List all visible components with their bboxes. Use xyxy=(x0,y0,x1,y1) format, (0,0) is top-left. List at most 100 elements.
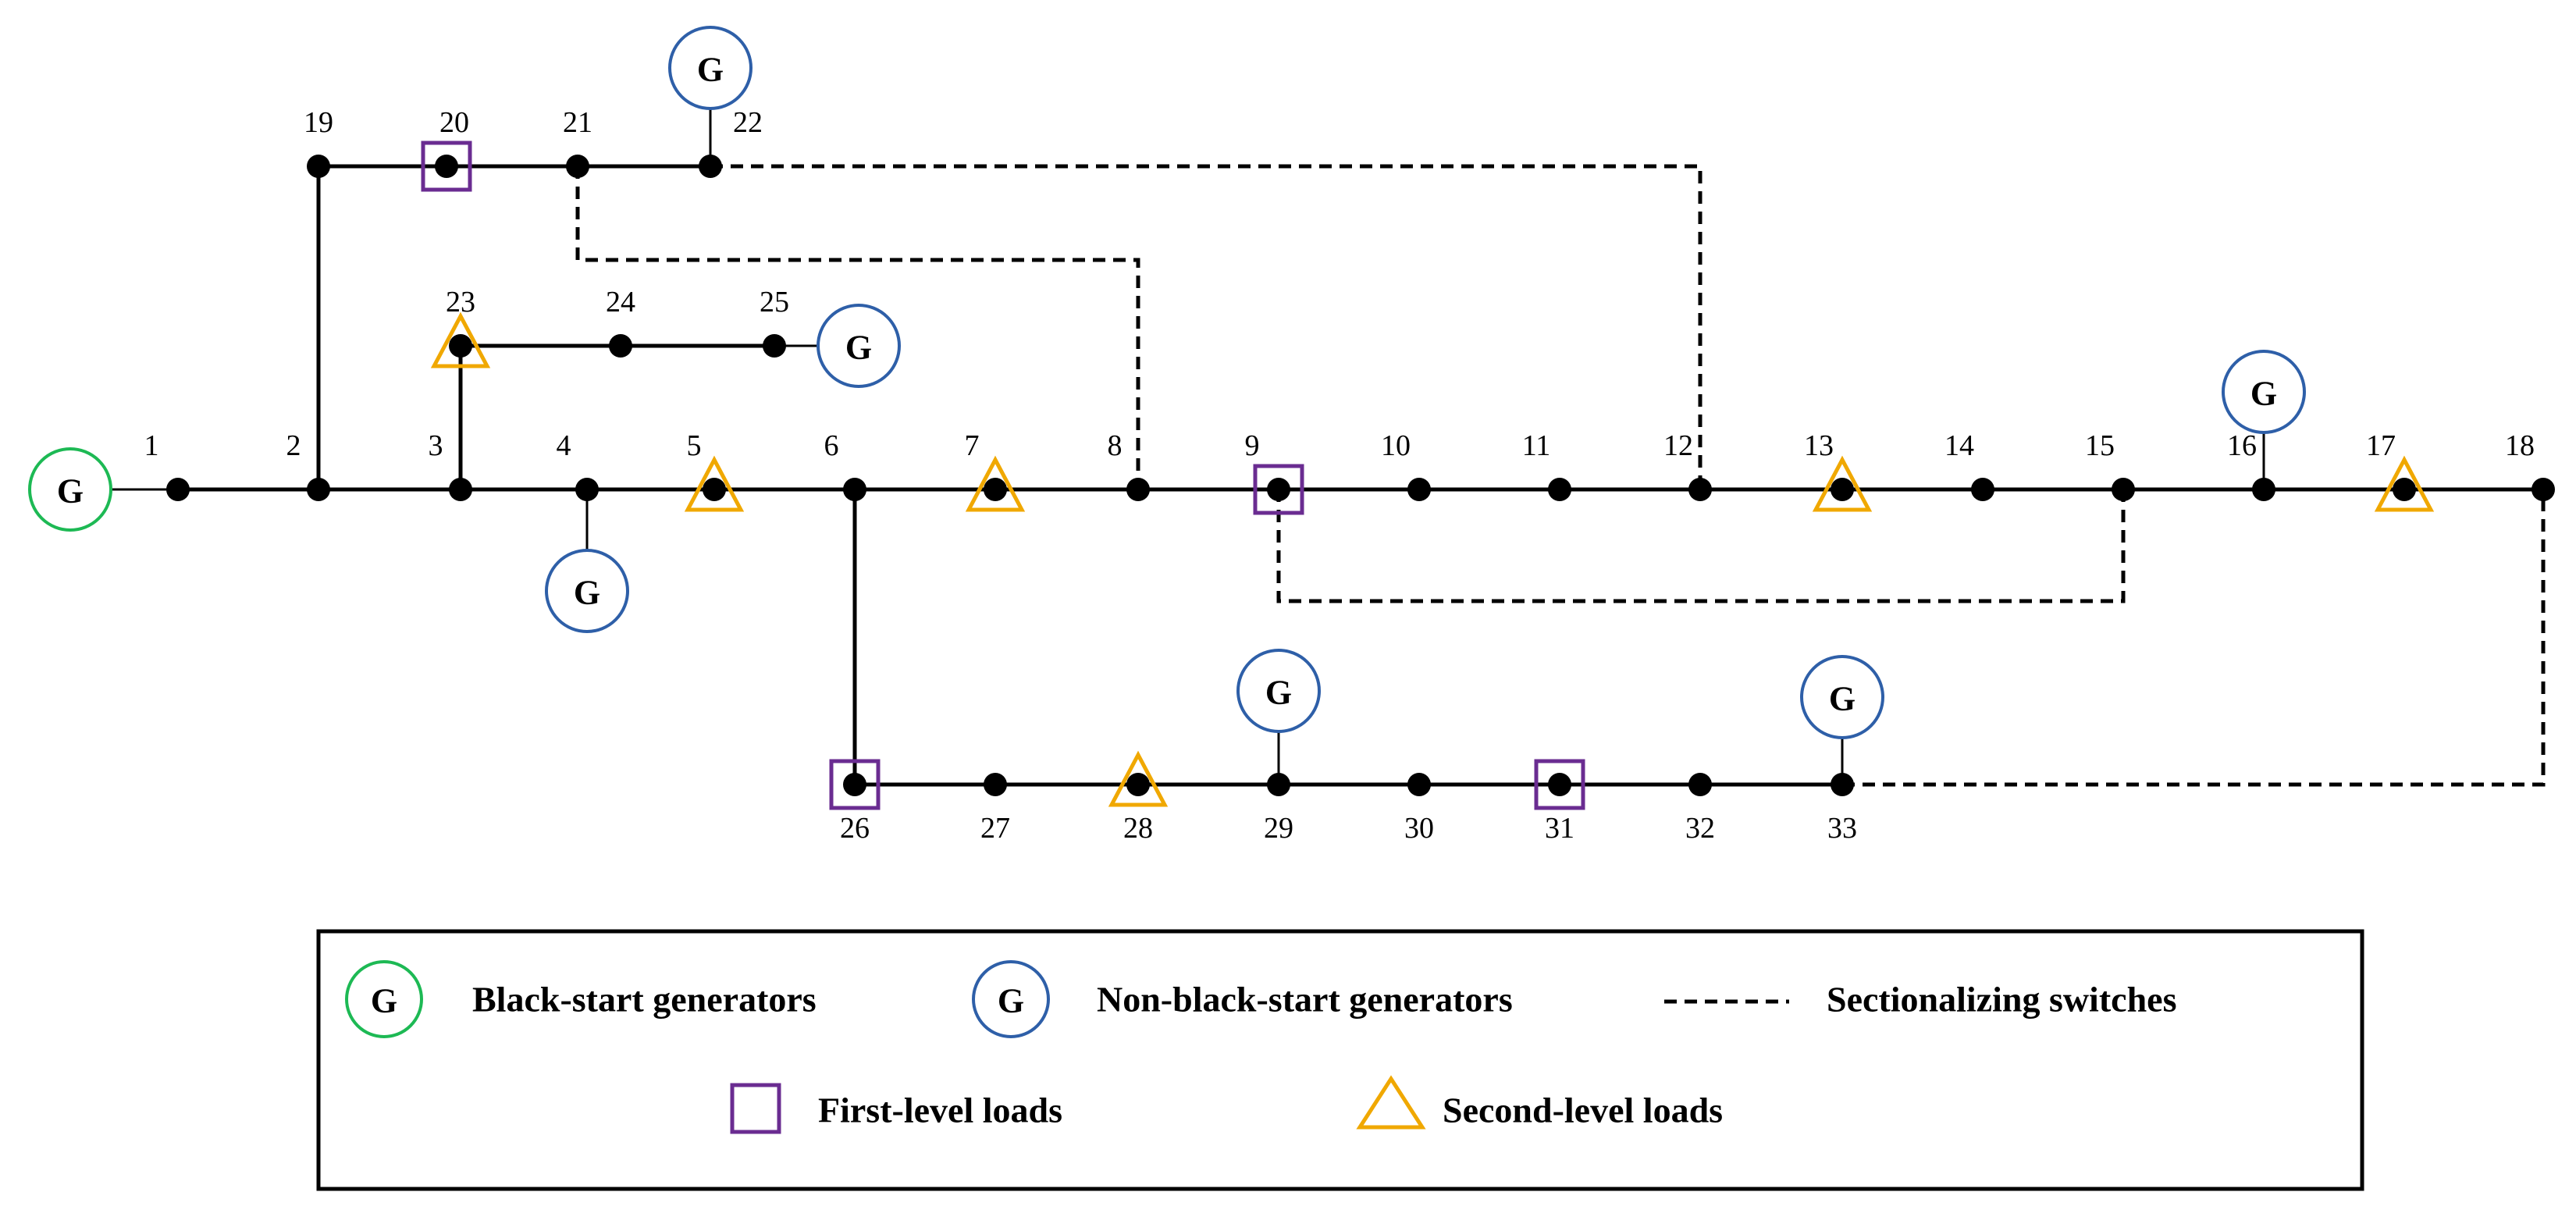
bus-node-1 xyxy=(166,478,190,501)
generator-icon xyxy=(1236,649,1321,733)
legend-non-black-start: G Non-black-start generators xyxy=(972,960,1513,1038)
second-level-load-bus-13 xyxy=(1812,455,1873,512)
bus-node-8 xyxy=(1126,478,1150,501)
generator-icon xyxy=(668,26,753,110)
generator-icon xyxy=(28,447,112,532)
bus-label-1: 1 xyxy=(144,429,159,462)
bus-label-33: 33 xyxy=(1827,812,1857,845)
legend-first-level: First-level loads xyxy=(730,1083,1062,1134)
bus-node-6 xyxy=(843,478,866,501)
bus-label-24: 24 xyxy=(606,286,635,318)
legend-switches-label: Sectionalizing switches xyxy=(1827,980,2176,1020)
generator-bus-33: G xyxy=(1800,655,1884,739)
bus-node-9 xyxy=(1267,478,1290,501)
bus-node-29 xyxy=(1267,773,1290,796)
second-level-load-bus-5 xyxy=(684,455,745,512)
second-level-load-bus-7 xyxy=(965,455,1026,512)
legend-black-start-label: Black-start generators xyxy=(472,980,817,1020)
generator-symbol: G xyxy=(2250,375,2277,413)
second-level-load-bus-23 xyxy=(430,311,491,368)
bus-label-26: 26 xyxy=(840,812,870,845)
bus-node-31 xyxy=(1548,773,1571,796)
bus-node-5 xyxy=(703,478,726,501)
bus-label-6: 6 xyxy=(824,429,839,462)
bus-label-32: 32 xyxy=(1685,812,1715,845)
first-level-load-bus-31 xyxy=(1534,759,1585,810)
bus-node-17 xyxy=(2393,478,2416,501)
bus-label-19: 19 xyxy=(304,106,333,139)
legend-second-level: Second-level loads xyxy=(1356,1075,1723,1130)
generator-symbol: G xyxy=(845,329,872,367)
bus-node-10 xyxy=(1407,478,1431,501)
legend-second-level-label: Second-level loads xyxy=(1443,1091,1723,1130)
legend: G Black-start generators G Non-black-sta… xyxy=(316,929,2364,1191)
switch-9-15 xyxy=(1276,489,2126,603)
bus-label-3: 3 xyxy=(429,429,443,462)
bus-label-21: 21 xyxy=(563,106,592,139)
bus-label-14: 14 xyxy=(1944,429,1974,462)
bus-label-8: 8 xyxy=(1108,429,1123,462)
bus-node-22 xyxy=(699,155,722,178)
generator-symbol: G xyxy=(57,472,84,511)
bus-label-12: 12 xyxy=(1663,429,1693,462)
non-black-start-generator-icon xyxy=(972,960,1050,1038)
bus-node-26 xyxy=(843,773,866,796)
bus-label-23: 23 xyxy=(446,286,475,318)
bus-node-19 xyxy=(307,155,330,178)
generator-symbol: G xyxy=(1829,680,1856,718)
bus-node-11 xyxy=(1548,478,1571,501)
legend-switches: Sectionalizing switches xyxy=(1664,980,2176,1020)
bus-node-15 xyxy=(2112,478,2135,501)
switch-21-8 xyxy=(575,166,1140,489)
bus-node-12 xyxy=(1688,478,1712,501)
bus-label-15: 15 xyxy=(2085,429,2115,462)
black-start-generator-icon xyxy=(345,960,423,1038)
bus-label-5: 5 xyxy=(687,429,702,462)
bus-node-2 xyxy=(307,478,330,501)
bus-label-13: 13 xyxy=(1804,429,1834,462)
bus-label-2: 2 xyxy=(286,429,301,462)
first-level-load-bus-20 xyxy=(421,141,472,192)
bus-node-3 xyxy=(449,478,472,501)
second-level-load-bus-17 xyxy=(2374,455,2435,512)
bus-label-22: 22 xyxy=(733,106,763,139)
bus-label-30: 30 xyxy=(1404,812,1434,845)
generator-bus-25: G xyxy=(817,304,901,388)
black-start-generator-bus-1: G xyxy=(28,447,112,532)
bus-node-27 xyxy=(984,773,1007,796)
bus-node-30 xyxy=(1407,773,1431,796)
square-icon xyxy=(730,1083,781,1134)
bus-node-13 xyxy=(1831,478,1854,501)
generator-icon xyxy=(817,304,901,388)
bus-nodes xyxy=(166,155,2555,796)
network-lines xyxy=(98,104,2543,787)
bus-node-25 xyxy=(763,334,786,358)
bus-label-31: 31 xyxy=(1545,812,1574,845)
bus-node-24 xyxy=(609,334,632,358)
bus-node-32 xyxy=(1688,773,1712,796)
switch-33-18 xyxy=(1842,489,2546,787)
bus-node-33 xyxy=(1831,773,1854,796)
bus-label-10: 10 xyxy=(1381,429,1411,462)
generator-symbol: G xyxy=(1265,674,1292,712)
bus-label-18: 18 xyxy=(2505,429,2535,462)
legend-box xyxy=(316,929,2364,1191)
loads xyxy=(421,141,2435,810)
bus-node-21 xyxy=(566,155,589,178)
bus-node-20 xyxy=(435,155,458,178)
bus-node-28 xyxy=(1126,773,1150,796)
black-start-generator-symbol: G xyxy=(371,982,397,1020)
generator-symbol: G xyxy=(697,51,724,89)
bus-label-11: 11 xyxy=(1522,429,1551,462)
bus-label-29: 29 xyxy=(1264,812,1293,845)
bus-node-18 xyxy=(2532,478,2555,501)
bus-label-27: 27 xyxy=(980,812,1010,845)
bus-label-17: 17 xyxy=(2366,429,2396,462)
triangle-icon xyxy=(1356,1075,1426,1130)
generator-bus-4: G xyxy=(545,549,629,633)
generator-bus-29: G xyxy=(1236,649,1321,733)
bus-label-16: 16 xyxy=(2227,429,2257,462)
bus-node-23 xyxy=(449,334,472,358)
